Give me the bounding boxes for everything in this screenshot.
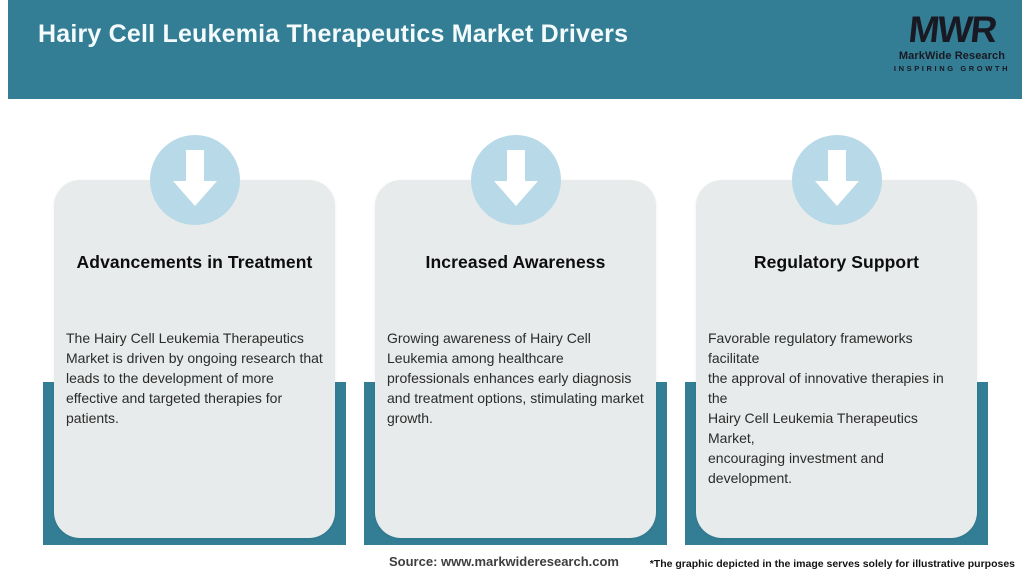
page-title: Hairy Cell Leukemia Therapeutics Market … (38, 20, 629, 48)
card-title: Increased Awareness (425, 252, 606, 272)
card-body: Growing awareness of Hairy Cell Leukemia… (387, 330, 644, 426)
card-body: The Hairy Cell Leukemia Therapeutics Mar… (66, 330, 323, 426)
logo-company-name: MarkWide Research (898, 50, 1006, 62)
driver-card: Advancements in Treatment The Hairy Cell… (54, 135, 335, 538)
down-arrow-icon (791, 135, 882, 225)
driver-card: Regulatory Support Favorable regulatory … (696, 135, 977, 538)
driver-column-2: Increased Awareness Growing awareness of… (364, 135, 667, 547)
logo-monogram: MWR (906, 9, 998, 50)
source-text: Source: www.markwideresearch.com (388, 554, 620, 569)
logo-tagline: INSPIRING GROWTH (893, 64, 1011, 73)
card-body: Favorable regulatory frameworks facilita… (708, 330, 944, 486)
card-title: Advancements in Treatment (76, 252, 313, 272)
disclaimer-text: *The graphic depicted in the image serve… (649, 558, 1015, 570)
header-bar: Hairy Cell Leukemia Therapeutics Market … (8, 0, 1022, 99)
driver-card: Increased Awareness Growing awareness of… (375, 135, 656, 538)
down-arrow-icon (470, 135, 561, 225)
down-arrow-icon (149, 135, 240, 225)
driver-column-1: Advancements in Treatment The Hairy Cell… (43, 135, 346, 547)
markwide-logo: MWR MarkWide Research INSPIRING GROWTH (892, 9, 1012, 73)
driver-column-3: Regulatory Support Favorable regulatory … (685, 135, 988, 547)
card-title: Regulatory Support (753, 252, 920, 272)
